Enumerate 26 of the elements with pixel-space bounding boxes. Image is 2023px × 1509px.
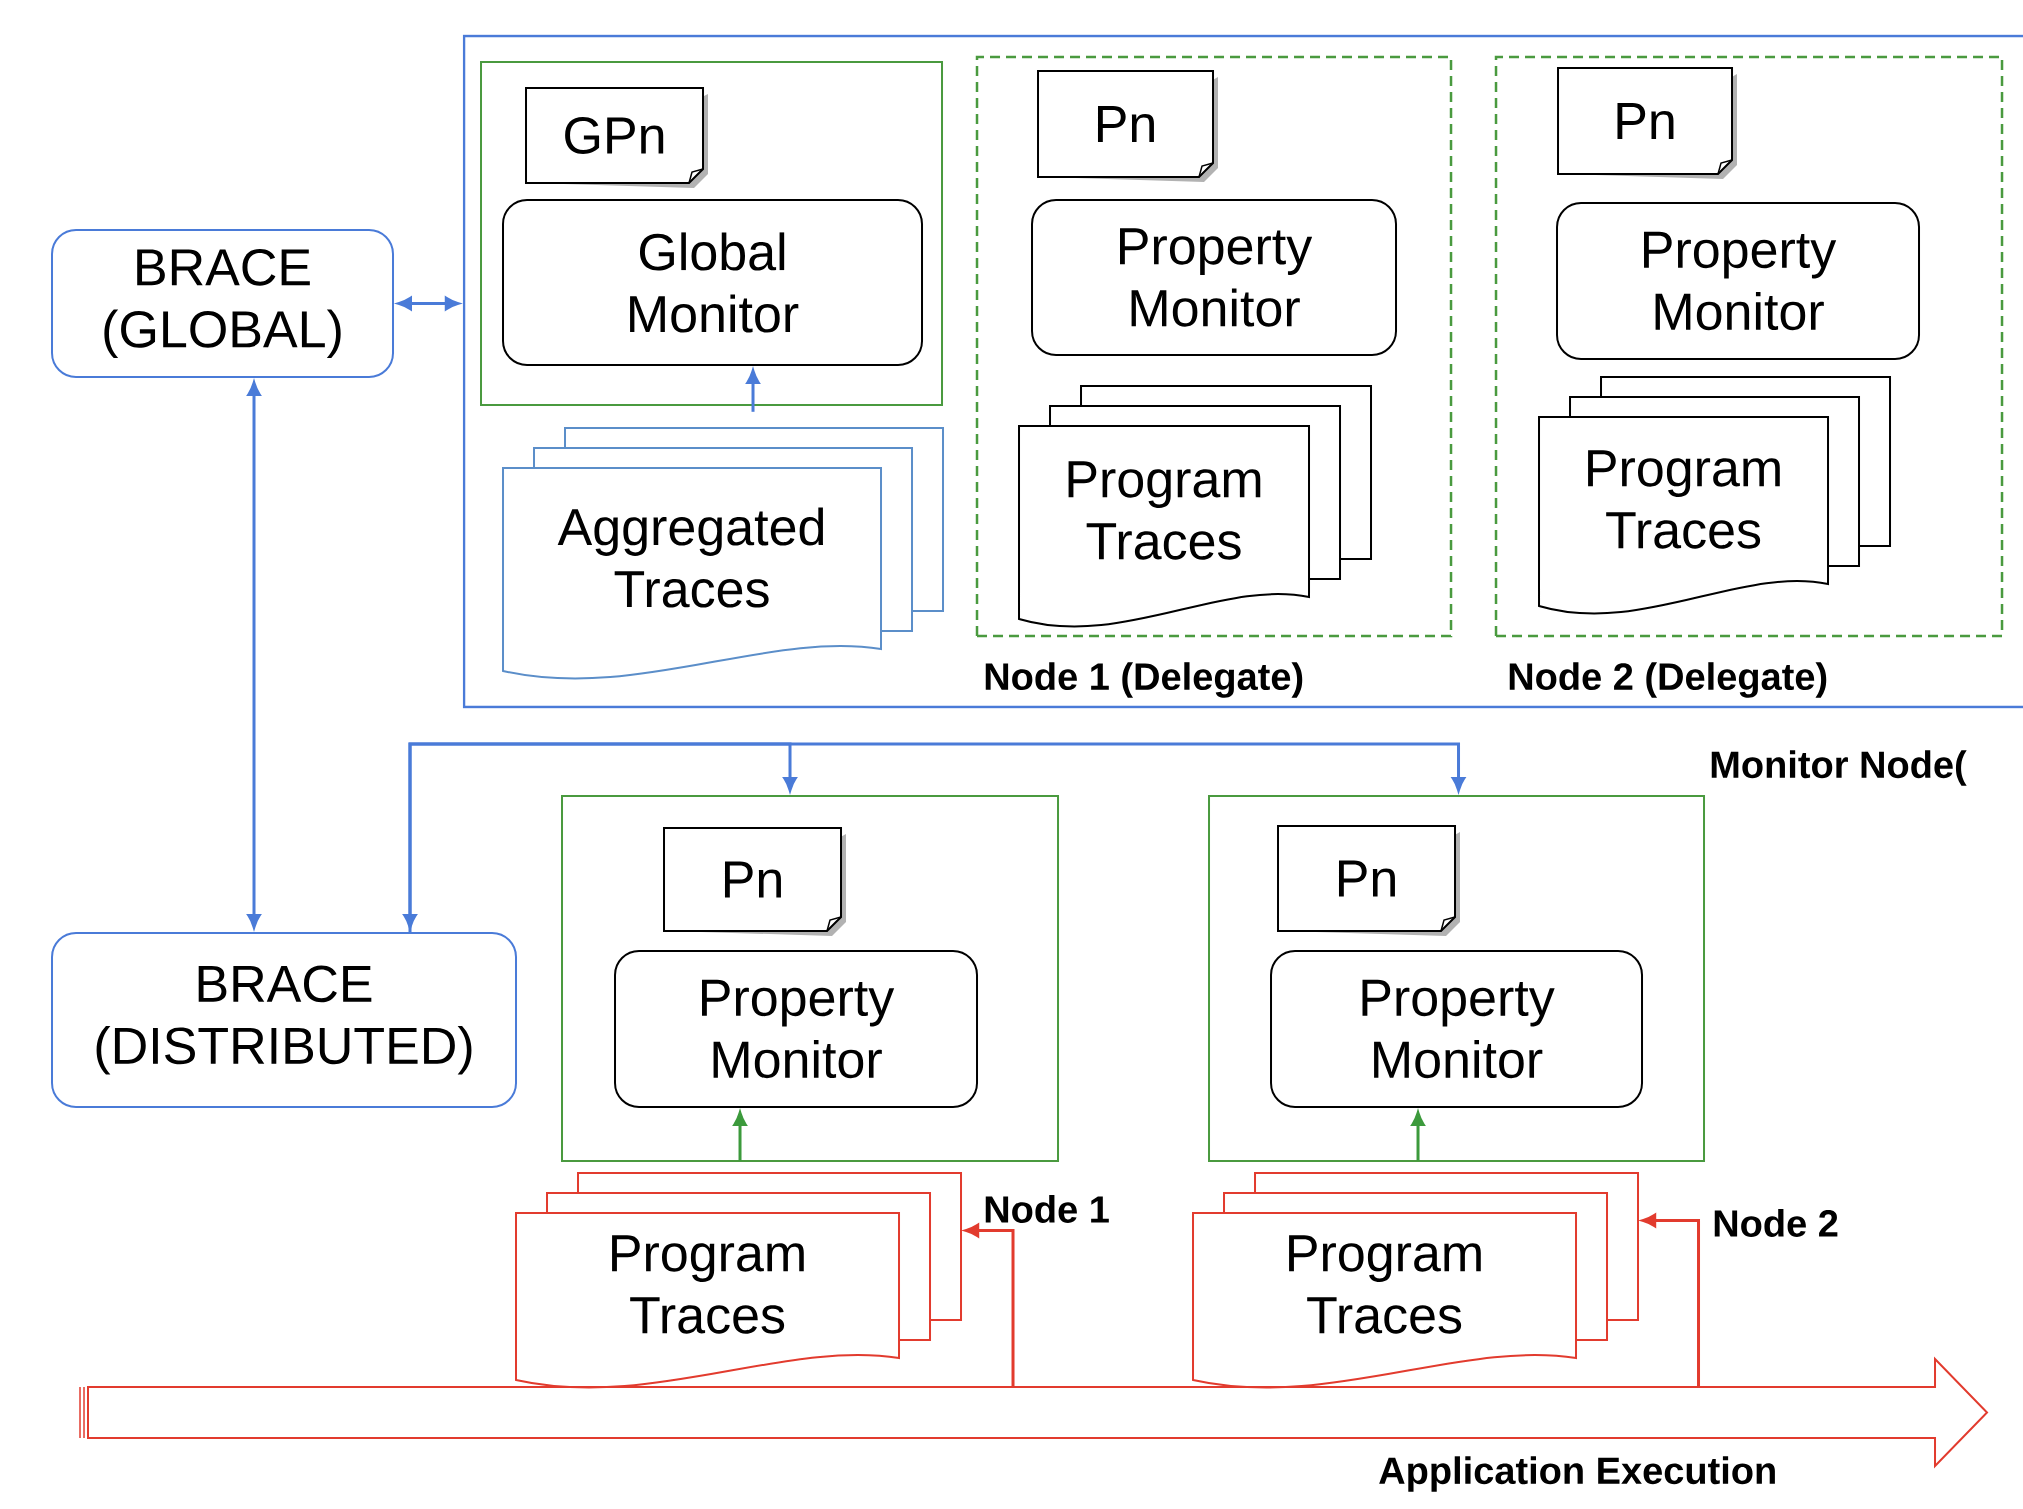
arrow [746, 369, 760, 412]
group-box [561, 795, 1059, 1162]
document-stack: Aggregated Traces [502, 427, 944, 680]
system-box: BRACE (DISTRIBUTED) [51, 932, 517, 1108]
node-label: Node 2 [1714, 1209, 1838, 1237]
monitor-box: Property Monitor [614, 950, 978, 1108]
arrow [733, 1111, 747, 1161]
monitor-box: Property Monitor [1556, 202, 1920, 360]
node-label: Node 2 (Delegate) [1509, 662, 1827, 698]
node-label: Node 1 (Delegate) [985, 662, 1303, 698]
arrow [403, 742, 797, 929]
monitor-box: Property Monitor [1270, 950, 1643, 1108]
node-label: Node 1 [985, 1195, 1109, 1223]
arrow [247, 381, 261, 929]
node-label: Monitor Node( [1711, 750, 1967, 786]
system-box: BRACE (GLOBAL) [51, 229, 394, 378]
monitor-box: Property Monitor [1031, 199, 1397, 356]
group-box [1208, 795, 1705, 1162]
document-stack: Program Traces [1018, 385, 1372, 628]
document-stack: Program Traces [1538, 376, 1891, 615]
arrow [408, 742, 1466, 932]
document-stack: Program Traces [515, 1172, 962, 1389]
document-stack: Program Traces [1192, 1172, 1639, 1389]
monitor-box: Global Monitor [502, 199, 923, 366]
arrow [1411, 1111, 1425, 1161]
group-box [480, 61, 943, 406]
